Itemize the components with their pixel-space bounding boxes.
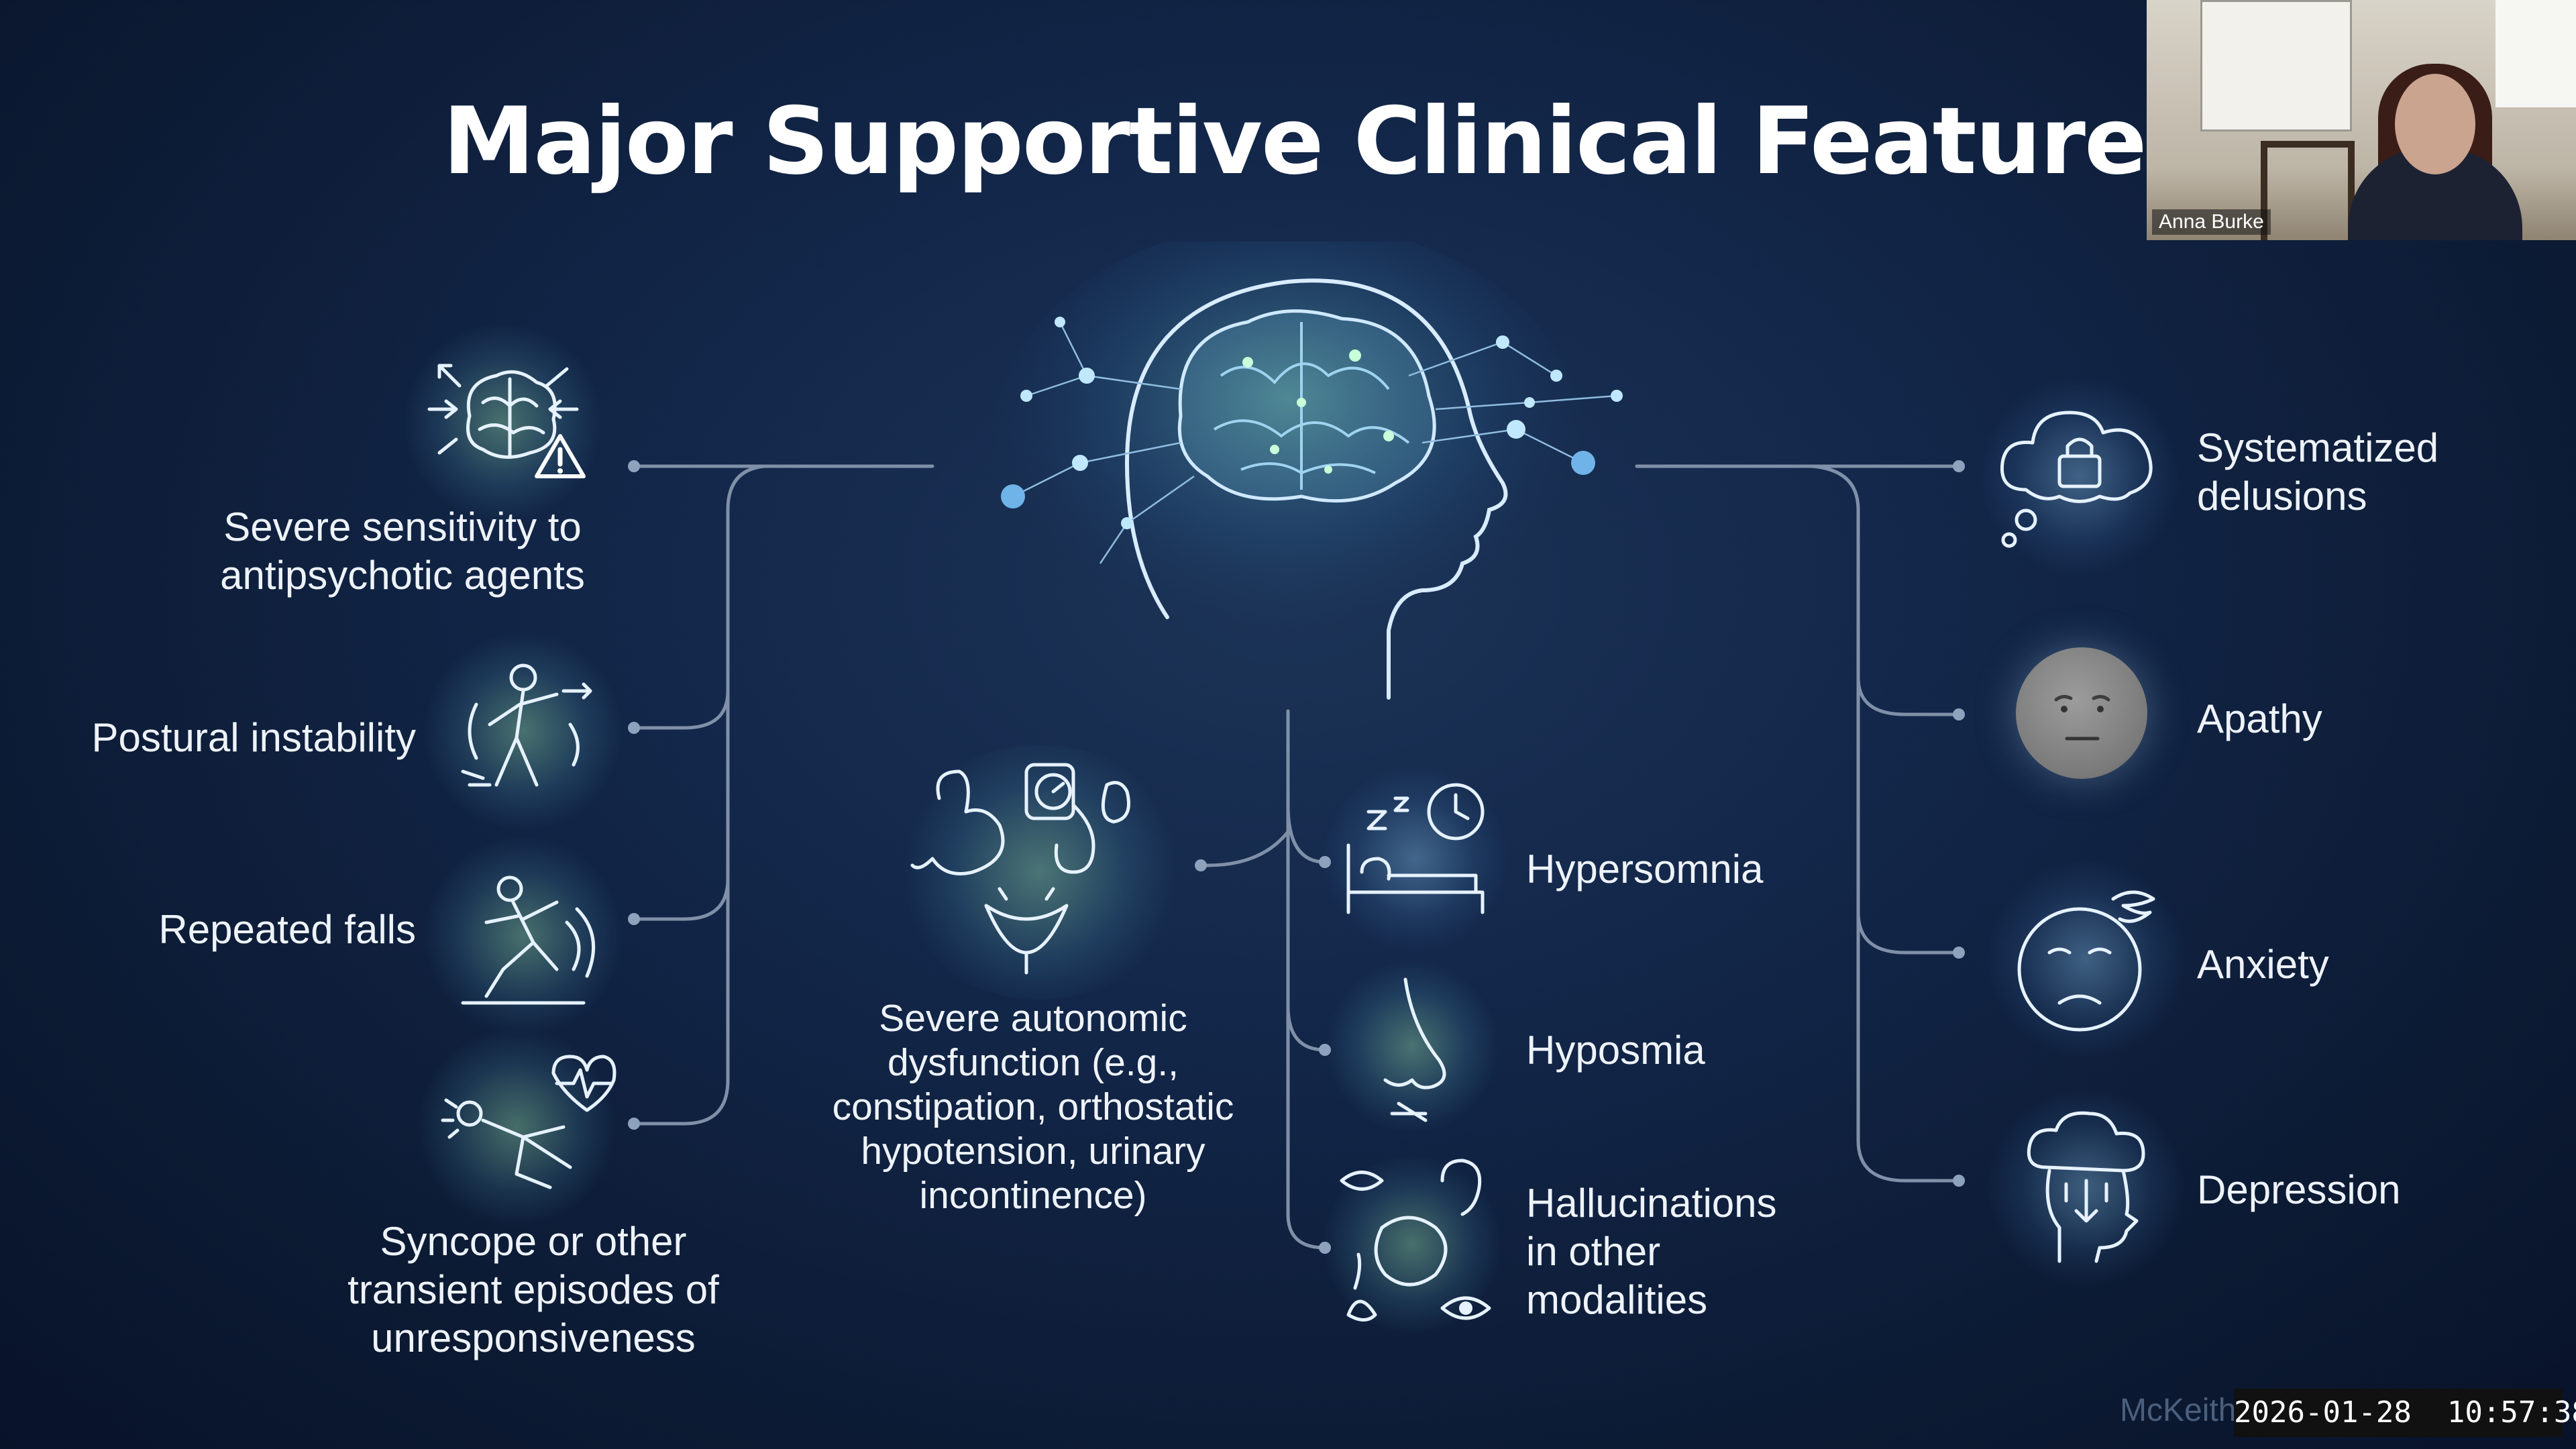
slide-title: Major Supportive Clinical Features	[443, 87, 2201, 195]
nose-icon	[1325, 959, 1499, 1134]
slide-credit: McKeith	[2120, 1393, 2237, 1428]
feature-hypersomnia: Hypersomnia	[1526, 847, 1764, 892]
fainting-heart-icon	[416, 1026, 617, 1228]
whiteboard-background	[2200, 0, 2352, 131]
unsteady-person-icon	[423, 631, 624, 832]
sleeping-bed-clock-icon	[1322, 765, 1509, 953]
feature-systematized-delusions: Systematized delusions	[2197, 425, 2439, 519]
feature-postural-instability: Postural instability	[91, 715, 416, 760]
feature-hallucinations: Hallucinations in other modalities	[1526, 1181, 1777, 1322]
senses-hallucination-icon	[1322, 1154, 1503, 1335]
feature-syncope: Syncope or other transient episodes of u…	[347, 1219, 719, 1360]
participant-name-label: Anna Burke	[2152, 209, 2271, 235]
neutral-face-icon	[2016, 647, 2147, 779]
feature-anxiety: Anxiety	[2197, 942, 2329, 987]
feature-hyposmia: Hyposmia	[1526, 1028, 1705, 1073]
recording-timestamp: 2026-01-28 10:57:38	[2234, 1389, 2576, 1437]
participant-video-tile[interactable]: Anna Burke	[2147, 0, 2576, 240]
chair-background	[2261, 141, 2355, 240]
feature-repeated-falls: Repeated falls	[158, 907, 416, 952]
thought-cloud-lock-icon	[1979, 376, 2180, 577]
brain-sensitivity-warning-icon	[402, 322, 604, 523]
feature-apathy: Apathy	[2197, 696, 2322, 741]
central-brain-head-illustration	[926, 221, 1650, 711]
falling-person-icon	[423, 835, 624, 1036]
feature-autonomic-dysfunction: Severe autonomic dysfunction (e.g., cons…	[832, 997, 1234, 1217]
window-background	[2496, 0, 2576, 107]
participant-face	[2395, 74, 2475, 174]
worried-face-icon	[1986, 859, 2187, 1060]
stomach-bp-bladder-icon	[892, 745, 1187, 1000]
feature-depression: Depression	[2197, 1167, 2401, 1212]
feature-antipsychotic-sensitivity: Severe sensitivity to antipsychotic agen…	[220, 504, 585, 598]
rain-cloud-head-icon	[1986, 1087, 2187, 1288]
